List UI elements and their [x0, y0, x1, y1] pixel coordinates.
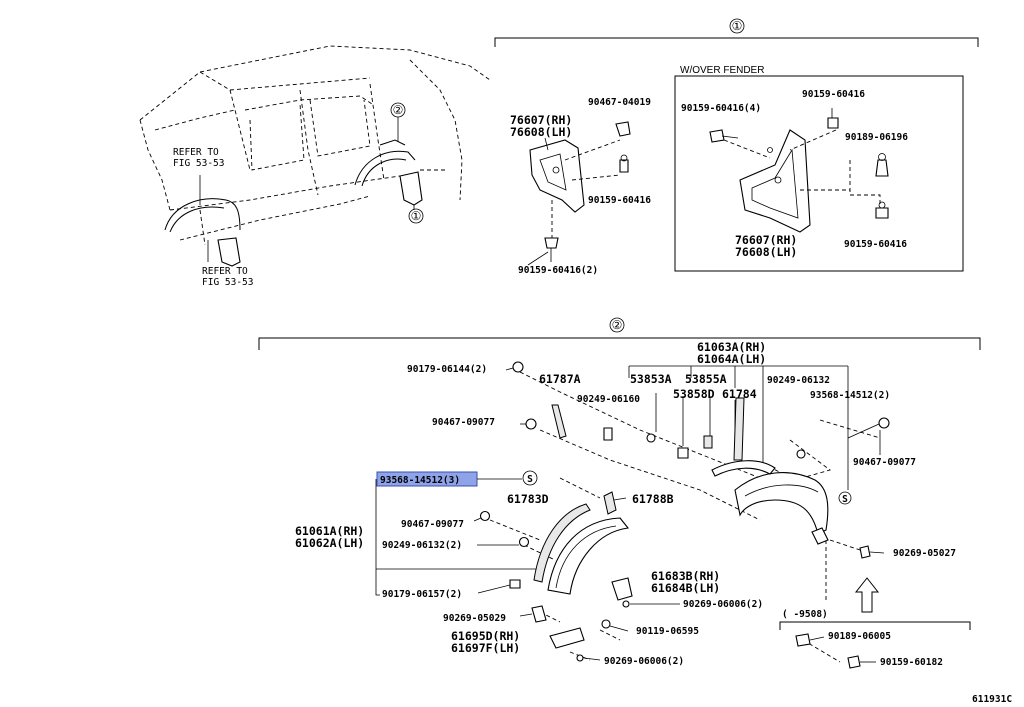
part-90269-06006-2-a: 90269-06006(2)	[683, 599, 763, 610]
part-61788B: 61788B	[632, 492, 674, 506]
part-90179-06157-2: 90179-06157(2)	[382, 589, 462, 600]
main-rh-label: 61063A(RH)	[697, 340, 766, 354]
of-part-90189-06196: 90189-06196	[845, 132, 908, 143]
part-90467-09077-b: 90467-09077	[853, 457, 916, 468]
part-90159-60416: 90159-60416	[588, 195, 651, 206]
part-90269-05029: 90269-05029	[443, 613, 506, 624]
part-90467-09077-a: 90467-09077	[432, 417, 495, 428]
part-93568-14512-3: 93568-14512(3)	[380, 475, 460, 486]
lower-rh-label: 61695D(RH)	[451, 629, 520, 643]
bracket-rh-label: 61683B(RH)	[651, 569, 720, 583]
part-53855A: 53855A	[685, 372, 727, 386]
group-2: ② 61063A(RH) 61064A(LH) 90179-06144(2) 6…	[258, 317, 981, 669]
part-90159-60416-2: 90159-60416(2)	[518, 265, 598, 276]
part-90269-06006-2-b: 90269-06006(2)	[604, 656, 684, 667]
mudflap-rh-label: 76607(RH)	[510, 113, 572, 127]
vehicle-sketch: ① ② REFER TO FIG 53-53 REFER TO FIG 53-5…	[139, 45, 491, 288]
of-part-90159-60416-b: 90159-60416	[844, 239, 907, 250]
refer-label-upper-2: FIG 53-53	[173, 158, 224, 169]
part-90249-06132: 90249-06132	[767, 375, 830, 386]
front-lh-label: 61062A(LH)	[295, 536, 364, 550]
part-93568-14512-2: 93568-14512(2)	[810, 390, 890, 401]
part-90249-06132-2: 90249-06132(2)	[382, 540, 462, 551]
figure-id: 611931C	[972, 694, 1012, 705]
part-90269-05027: 90269-05027	[893, 548, 956, 559]
main-lh-label: 61064A(LH)	[697, 352, 766, 366]
part-9508: ( -9508)	[782, 609, 828, 620]
part-90467-09077-c: 90467-09077	[401, 519, 464, 530]
part-53853A: 53853A	[630, 372, 672, 386]
part-90189-06005: 90189-06005	[828, 631, 891, 642]
part-90467-04019: 90467-04019	[588, 97, 651, 108]
part-61784: 61784	[722, 387, 757, 401]
of-mudflap-rh: 76607(RH)	[735, 233, 797, 247]
refer-label-lower-2: FIG 53-53	[202, 277, 253, 288]
part-90179-06144-2: 90179-06144(2)	[407, 364, 487, 375]
s-symbol-2: S	[842, 494, 848, 505]
part-53858D: 53858D	[673, 387, 715, 401]
of-part-90159-60416-a: 90159-60416	[802, 89, 865, 100]
bracket-lh-label: 61684B(LH)	[651, 581, 720, 595]
mudflap-lh-label: 76608(LH)	[510, 125, 572, 139]
over-fender-box: W/OVER FENDER 90159-60416(4) 90159-60416…	[674, 65, 964, 272]
refer-label-upper-1: REFER TO	[173, 147, 219, 158]
s-symbol-1: S	[527, 474, 533, 485]
part-61787A: 61787A	[539, 372, 581, 386]
marker-2: ②	[612, 318, 623, 332]
part-61783D: 61783D	[507, 492, 549, 506]
over-fender-header: W/OVER FENDER	[680, 65, 764, 76]
of-mudflap-lh: 76608(LH)	[735, 245, 797, 259]
refer-label-lower-1: REFER TO	[202, 266, 248, 277]
group-1: ① 76607(RH) 76608(LH) 90467-04019 90159-…	[494, 18, 979, 276]
lower-lh-label: 61697F(LH)	[451, 641, 520, 655]
part-90159-60182: 90159-60182	[880, 657, 943, 668]
of-part-90159-60416-4: 90159-60416(4)	[681, 103, 761, 114]
part-90119-06595: 90119-06595	[636, 626, 699, 637]
front-rh-label: 61061A(RH)	[295, 524, 364, 538]
part-90249-06160: 90249-06160	[577, 394, 640, 405]
marker-1: ①	[732, 19, 743, 33]
marker-2-vehicle: ②	[393, 103, 404, 117]
marker-1-vehicle: ①	[411, 209, 422, 223]
